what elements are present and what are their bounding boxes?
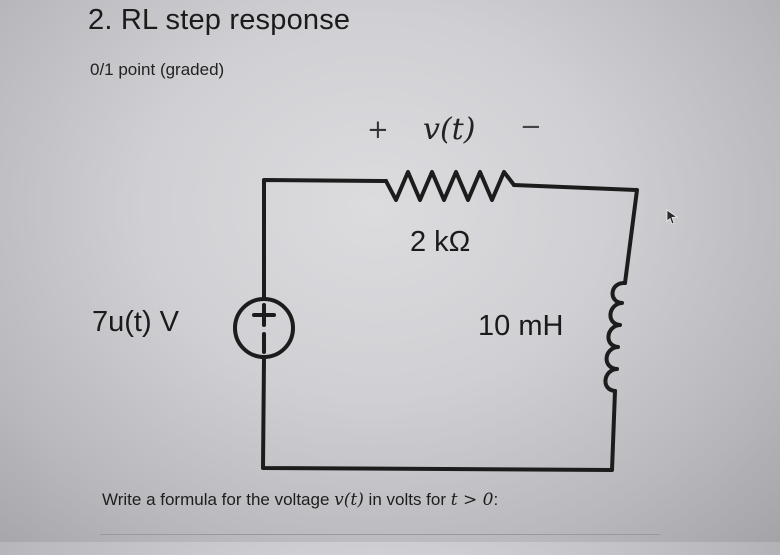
voltage-source-symbol bbox=[233, 297, 295, 359]
voltage-plus-label: + bbox=[367, 115, 389, 145]
resistor-value: 2 kΩ bbox=[410, 226, 471, 258]
inductor-symbol bbox=[603, 281, 627, 393]
source-value: 7u(t) V bbox=[92, 306, 180, 338]
wire-right-bottom bbox=[261, 356, 617, 472]
question-page: 2. RL step response 0/1 point (graded) +… bbox=[88, 4, 679, 535]
question-prompt: Write a formula for the voltage v(t) in … bbox=[102, 490, 498, 510]
inductor-value: 10 mH bbox=[478, 310, 564, 342]
prompt-text-after: : bbox=[493, 490, 499, 509]
prompt-condition: t > 0 bbox=[450, 490, 494, 510]
voltage-minus-label: − bbox=[520, 112, 542, 142]
source-plus-sign bbox=[252, 303, 276, 327]
prompt-text-before: Write a formula for the voltage bbox=[102, 490, 335, 509]
circuit-diagram bbox=[233, 170, 639, 472]
points-status: 0/1 point (graded) bbox=[90, 60, 225, 79]
resistor-symbol bbox=[384, 170, 516, 202]
voltage-label: v(t) bbox=[423, 112, 476, 147]
answer-input[interactable] bbox=[100, 534, 660, 555]
question-title: 2. RL step response bbox=[88, 4, 351, 36]
mouse-pointer-icon bbox=[666, 209, 679, 225]
wire-top-left bbox=[262, 178, 388, 300]
prompt-variable: v(t) bbox=[334, 490, 364, 510]
wire-top-right bbox=[512, 183, 639, 285]
prompt-text-middle: in volts for bbox=[363, 490, 451, 509]
